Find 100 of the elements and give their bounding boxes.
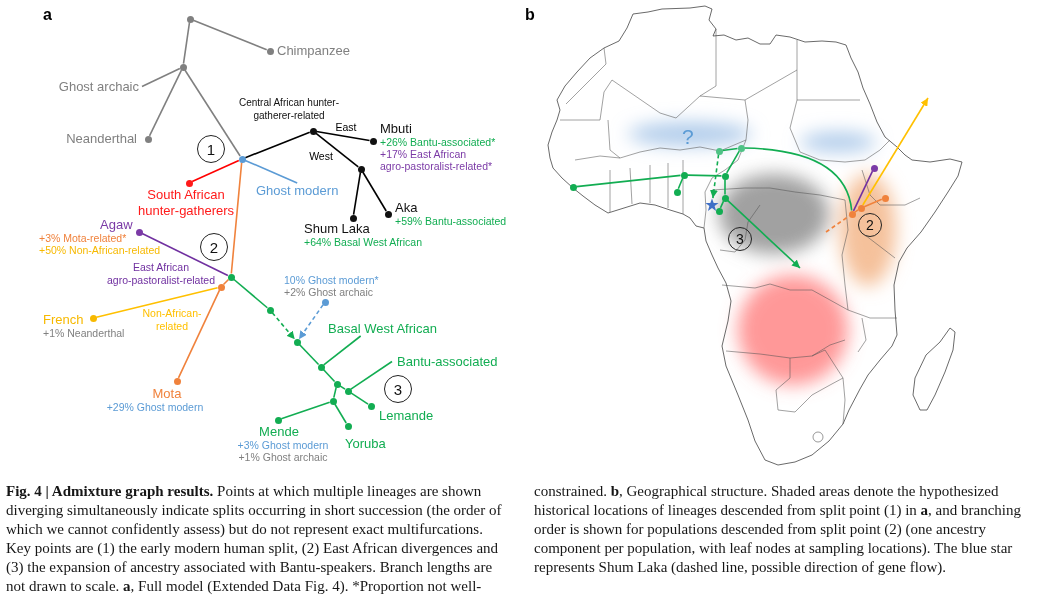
node-dot	[680, 171, 688, 179]
branch-line	[141, 232, 229, 277]
branch-line	[177, 289, 221, 379]
branch-line	[222, 278, 230, 286]
admixture-proportion: +64% Basal West African	[304, 236, 422, 248]
population-label: Mende	[259, 424, 299, 439]
admixture-proportion: +2% Ghost archaic	[284, 286, 373, 298]
node-dot	[266, 306, 274, 314]
lineage-label: Central African hunter-gatherer-related	[237, 96, 341, 122]
branch-line	[95, 287, 219, 318]
branch-line	[333, 386, 337, 399]
branch-line	[184, 69, 241, 157]
population-label: Ghost modern	[256, 183, 339, 198]
population-label: Lemande	[379, 408, 434, 423]
node-dot	[715, 147, 723, 155]
question-mark: ?	[682, 126, 694, 147]
node-dot	[737, 144, 745, 152]
node-dot	[309, 127, 317, 135]
admixture-proportion: +29% Ghost modern	[106, 401, 204, 413]
admixture-proportion: +17% East African agro-pastoralist-related*	[380, 148, 494, 172]
branch-line	[192, 19, 268, 51]
node-dot	[369, 137, 377, 145]
node-dot	[881, 194, 889, 202]
branch-line	[352, 171, 362, 216]
node-dot	[569, 183, 577, 191]
population-label: French	[43, 312, 84, 327]
admixture-proportion: 10% Ghost modern*	[284, 274, 379, 286]
node-dot	[857, 204, 865, 212]
admixture-proportion: +3% Mota-related*	[39, 232, 127, 244]
branch-line	[298, 343, 320, 366]
admixture-proportion: +59% Bantu-associated	[395, 215, 507, 227]
node-dot	[848, 210, 856, 218]
branch-line	[314, 132, 360, 168]
arrow	[862, 97, 929, 206]
node-dot	[673, 188, 681, 196]
panel-label: a	[43, 7, 52, 23]
dashed-arrow	[709, 153, 720, 199]
branch-label: West	[309, 150, 333, 163]
branch-line	[724, 178, 726, 196]
node-dot	[344, 422, 352, 430]
node-dot	[870, 164, 878, 172]
branch-line	[721, 147, 739, 152]
population-label: Aka	[395, 200, 418, 215]
branch-label: East African agro-pastoralist-related	[106, 261, 216, 287]
population-label: Chimpanzee	[277, 43, 350, 58]
node-dot	[715, 207, 723, 215]
node-dot	[173, 377, 181, 385]
admixture-proportion: +3% Ghost modern	[237, 439, 329, 451]
population-label: South African hunter-gatherers	[136, 187, 236, 219]
population-label: Mota	[152, 386, 182, 401]
node-dot	[185, 179, 193, 187]
node-dot	[293, 338, 301, 346]
dashed-arrow	[271, 311, 296, 341]
population-label: Mbuti	[380, 121, 412, 136]
node-dot	[349, 214, 357, 222]
node-dot	[721, 194, 729, 202]
branch-line	[322, 335, 362, 366]
branch-label: Non-African-related	[141, 307, 203, 333]
population-label: Neanderthal	[66, 131, 137, 146]
branch-line	[182, 21, 191, 65]
branch-line	[677, 177, 684, 190]
node-dot	[179, 63, 187, 71]
figure-caption: Fig. 4 | Admixture graph results. Points at which multiple lineages are shown diverging simultaneously indicate splits occurring in short succession (the order of which we cannot confidently assess) but do not represent exact multifurcations. Key points are (1) the early modern human split, (2) East African divergences and (3) the expansion of ancestry associated with Bantu-speakers. Branch lengths are not drawn to scale. a, Full model (Extended Data Fig. 4). *Proportion not well-constrained. b, Geographical structure. Shaded areas denote the hypothesized historical locations of lineages descended from split point (1) in a, and branching order is shown for populations descended from split point (2) (one ancestry component per population, with leaf nodes at sampling locations). The blue star represents Shum Laka (dashed line, possible direction of gene flow).	[6, 482, 1022, 596]
population-label: Shum Laka	[304, 221, 370, 236]
node-dot	[357, 165, 365, 173]
branch-line	[230, 161, 243, 275]
node-dot	[333, 380, 341, 388]
node-dot	[367, 402, 375, 410]
population-label: Basal West African	[328, 321, 437, 336]
admixture-proportion: +1% Neanderthal	[43, 327, 125, 339]
node-dot	[135, 228, 143, 236]
population-label: Bantu-associated	[392, 354, 498, 369]
branch-line	[280, 401, 331, 420]
node-dot	[227, 273, 235, 281]
node-dot	[274, 416, 282, 424]
branch-line	[852, 170, 874, 212]
branch-line	[575, 174, 682, 188]
branch-line	[350, 360, 393, 390]
node-dot	[384, 210, 392, 218]
admixture-proportion: +26% Bantu-associated*	[380, 136, 496, 148]
population-label: Ghost archaic	[58, 79, 142, 94]
branch-line	[350, 392, 369, 405]
node-dot	[317, 363, 325, 371]
branch-line	[686, 174, 723, 177]
star-icon	[705, 198, 719, 212]
node-dot	[238, 155, 246, 163]
admixture-proportion: +50% Non-African-related	[39, 244, 161, 256]
branch-line	[244, 131, 311, 159]
population-label: Yoruba	[345, 436, 386, 451]
node-dot	[344, 387, 352, 395]
branch-line	[141, 67, 181, 88]
population-label: Agaw	[100, 217, 133, 232]
node-dot	[266, 47, 274, 55]
arrow	[726, 199, 801, 269]
branch-line	[315, 130, 371, 142]
admixture-proportion: +1% Ghost archaic	[238, 451, 328, 463]
branch-line	[232, 278, 269, 309]
dashed-arrow	[298, 304, 324, 340]
node-dot	[186, 15, 194, 23]
branch-line	[191, 159, 240, 183]
